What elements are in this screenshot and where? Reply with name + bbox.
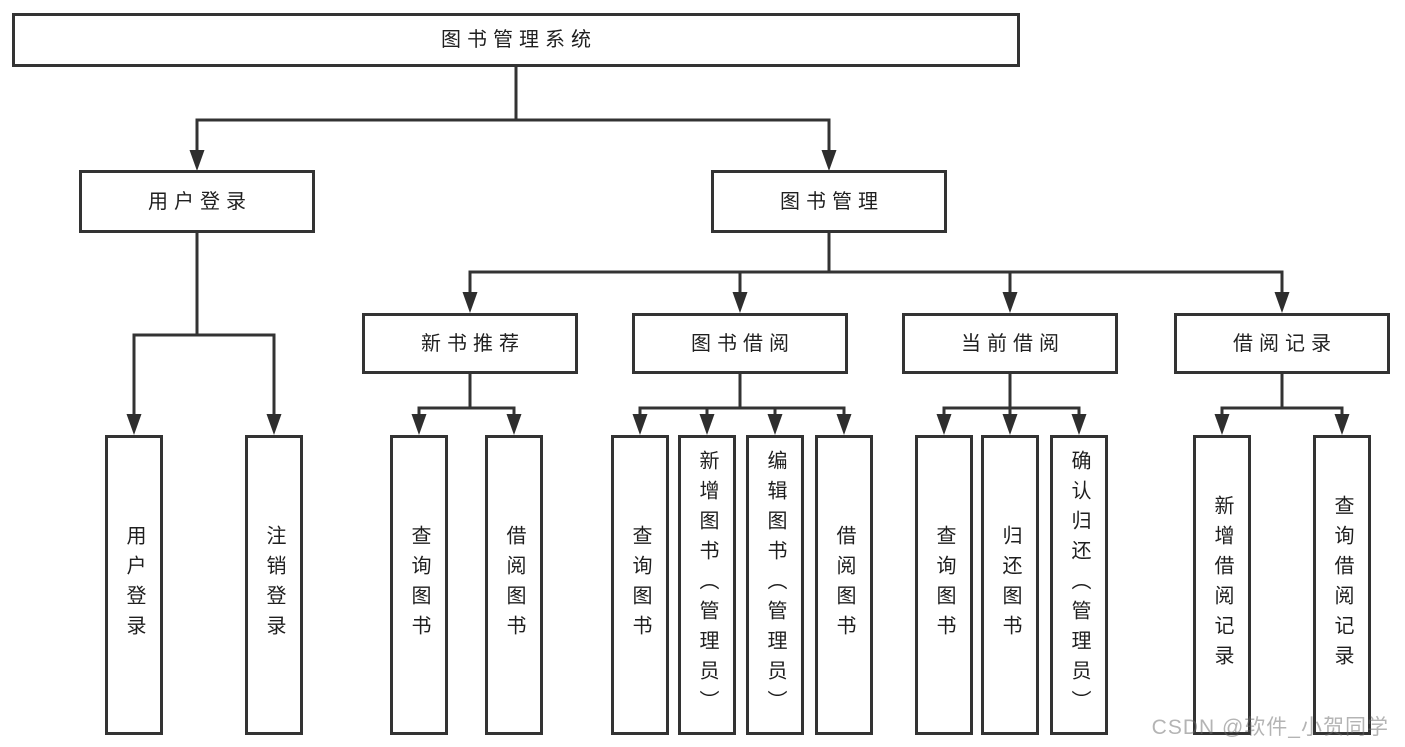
node-label: 注销登录 [263,525,285,645]
leaf-user-login: 用户登录 [105,435,163,735]
leaf-query-books-3: 查询图书 [915,435,973,735]
leaf-query-borrow-record: 查询借阅记录 [1313,435,1371,735]
leaf-return-book: 归还图书 [981,435,1039,735]
node-label: 用户登录 [148,190,252,213]
leaf-query-books-2: 查询图书 [611,435,669,735]
node-book-management: 图书管理 [711,170,947,233]
arrowhead-icon [821,150,837,171]
arrowhead-icon [936,414,952,435]
edge-root-to-level2 [189,66,837,171]
arrowhead-icon [506,414,522,435]
leaf-add-book-admin: 新增图书（管理员） [678,435,736,735]
edge-book-mgmt-to-level3 [462,233,1290,313]
node-label: 查询借阅记录 [1331,495,1353,675]
leaf-edit-book-admin: 编辑图书（管理员） [746,435,804,735]
node-label: 归还图书 [999,525,1021,645]
node-label: 图书借阅 [691,332,795,355]
leaf-query-books-1: 查询图书 [390,435,448,735]
node-book-borrowing: 图书借阅 [632,313,848,374]
node-borrow-records: 借阅记录 [1174,313,1390,374]
node-label: 图书管理系统 [441,29,597,51]
node-label: 借阅图书 [833,525,855,645]
edge-new-book-rec-children [411,374,522,435]
node-new-book-recommend: 新书推荐 [362,313,578,374]
arrowhead-icon [1274,292,1290,313]
edge-current-borrow-children [936,374,1087,435]
leaf-borrow-books-1: 借阅图书 [485,435,543,735]
arrowhead-icon [1002,414,1018,435]
leaf-add-borrow-record: 新增借阅记录 [1193,435,1251,735]
edge-book-borrow-children [632,374,852,435]
arrowhead-icon [1071,414,1087,435]
arrowhead-icon [767,414,783,435]
node-library-system: 图书管理系统 [12,13,1020,67]
arrowhead-icon [1002,292,1018,313]
node-current-borrowing: 当前借阅 [902,313,1118,374]
arrowhead-icon [189,150,205,171]
arrowhead-icon [462,292,478,313]
node-label: 新增借阅记录 [1211,495,1233,675]
arrowhead-icon [1334,414,1350,435]
arrowhead-icon [411,414,427,435]
arrowhead-icon [1214,414,1230,435]
edge-borrow-records-children [1214,374,1350,435]
node-label: 确认归还（管理员） [1068,450,1090,720]
node-label: 查询图书 [629,525,651,645]
arrowhead-icon [836,414,852,435]
node-label: 用户登录 [123,525,145,645]
node-label: 借阅记录 [1233,332,1337,355]
arrowhead-icon [126,414,142,435]
csdn-watermark: CSDN @软件_小贺同学 [1151,716,1389,739]
node-label: 查询图书 [408,525,430,645]
node-label: 新书推荐 [421,332,525,355]
node-label: 编辑图书（管理员） [764,450,786,720]
node-label: 当前借阅 [961,332,1065,355]
node-label: 新增图书（管理员） [696,450,718,720]
node-user-login: 用户登录 [79,170,315,233]
edge-user-login-children [126,233,282,435]
leaf-confirm-return-admin: 确认归还（管理员） [1050,435,1108,735]
node-label: 图书管理 [780,190,884,213]
node-label: 借阅图书 [503,525,525,645]
arrowhead-icon [266,414,282,435]
arrowhead-icon [699,414,715,435]
node-label: 查询图书 [933,525,955,645]
leaf-logout: 注销登录 [245,435,303,735]
arrowhead-icon [632,414,648,435]
leaf-borrow-books-2: 借阅图书 [815,435,873,735]
arrowhead-icon [732,292,748,313]
